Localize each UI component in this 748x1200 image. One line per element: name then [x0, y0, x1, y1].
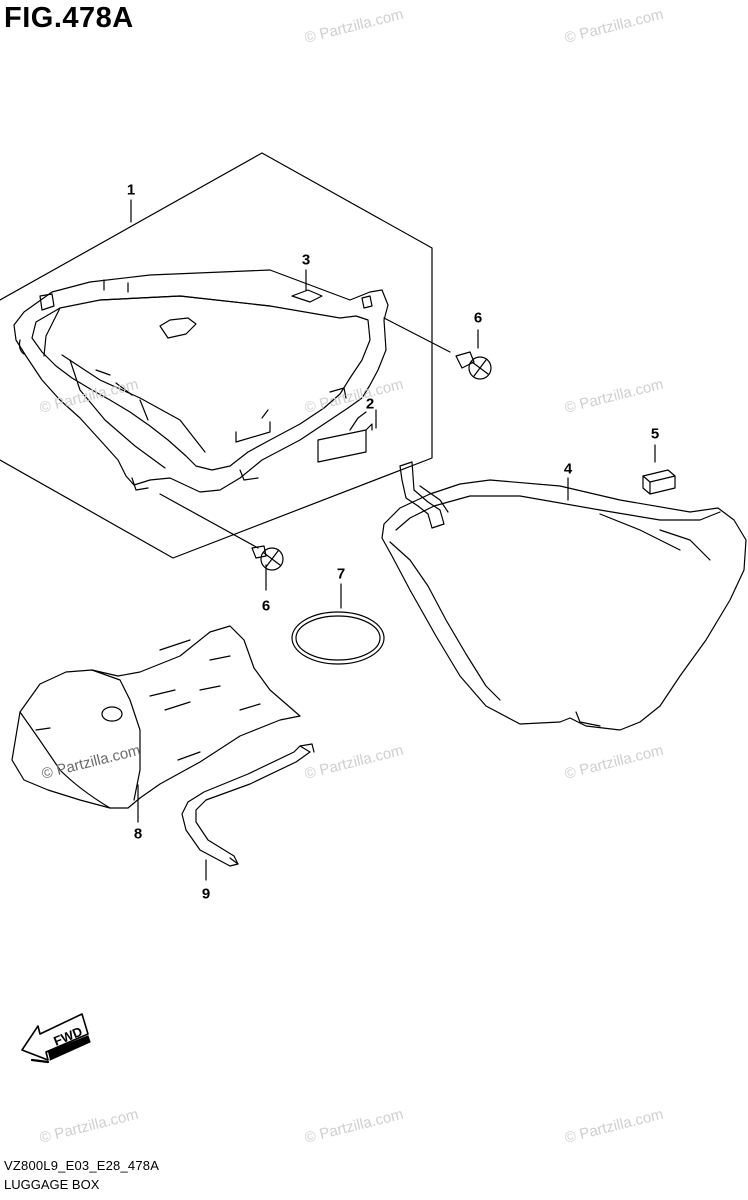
pad-part-2 [317, 429, 367, 463]
callout-1[interactable]: 1 [126, 181, 136, 199]
o-ring-part-7 [291, 611, 385, 665]
callout-6-lower[interactable]: 6 [261, 597, 271, 615]
diagram-caption: LUGGAGE BOX [4, 1177, 100, 1192]
model-code: VZ800L9_E03_E28_478A [4, 1158, 160, 1173]
luggage-box-frame [13, 269, 389, 493]
hex-wrench-part-9 [181, 743, 315, 867]
callout-4[interactable]: 4 [563, 460, 573, 478]
bolt-part-6-lower [251, 545, 284, 571]
cover-part-4 [381, 461, 747, 731]
figure-title: FIG.478A [4, 2, 134, 34]
callout-7[interactable]: 7 [336, 565, 346, 583]
callout-3[interactable]: 3 [301, 251, 311, 269]
forward-arrow-icon [21, 1013, 91, 1064]
tool-bag-part-8 [11, 625, 301, 809]
bolt-part-6-upper [455, 351, 492, 380]
callout-2[interactable]: 2 [365, 395, 375, 413]
assembly-outline [0, 152, 433, 559]
callout-5[interactable]: 5 [650, 425, 660, 443]
callout-6-upper[interactable]: 6 [473, 309, 483, 327]
callout-9[interactable]: 9 [201, 885, 211, 903]
rubber-part-5 [642, 469, 676, 495]
callout-8[interactable]: 8 [133, 825, 143, 843]
